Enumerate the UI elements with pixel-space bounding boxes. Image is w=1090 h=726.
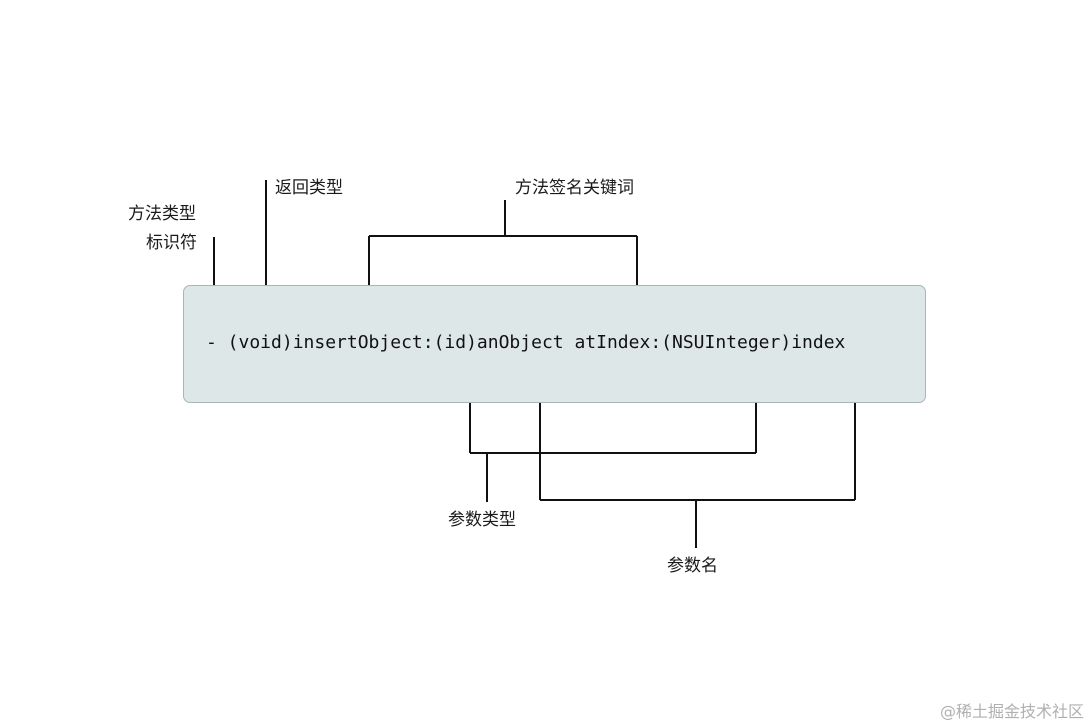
param-type-label: 参数类型 bbox=[448, 510, 516, 530]
code-box bbox=[183, 285, 926, 403]
method-identifier-label: 标识符 bbox=[146, 233, 197, 253]
param-name-label: 参数名 bbox=[667, 556, 718, 576]
method-type-label: 方法类型 bbox=[128, 204, 196, 224]
return-type-label: 返回类型 bbox=[275, 178, 343, 198]
signature-keywords-label: 方法签名关键词 bbox=[515, 178, 634, 198]
watermark: @稀土掘金技术社区 bbox=[939, 702, 1084, 721]
method-declaration-code: - (void)insertObject:(id)anObject atInde… bbox=[206, 332, 846, 353]
